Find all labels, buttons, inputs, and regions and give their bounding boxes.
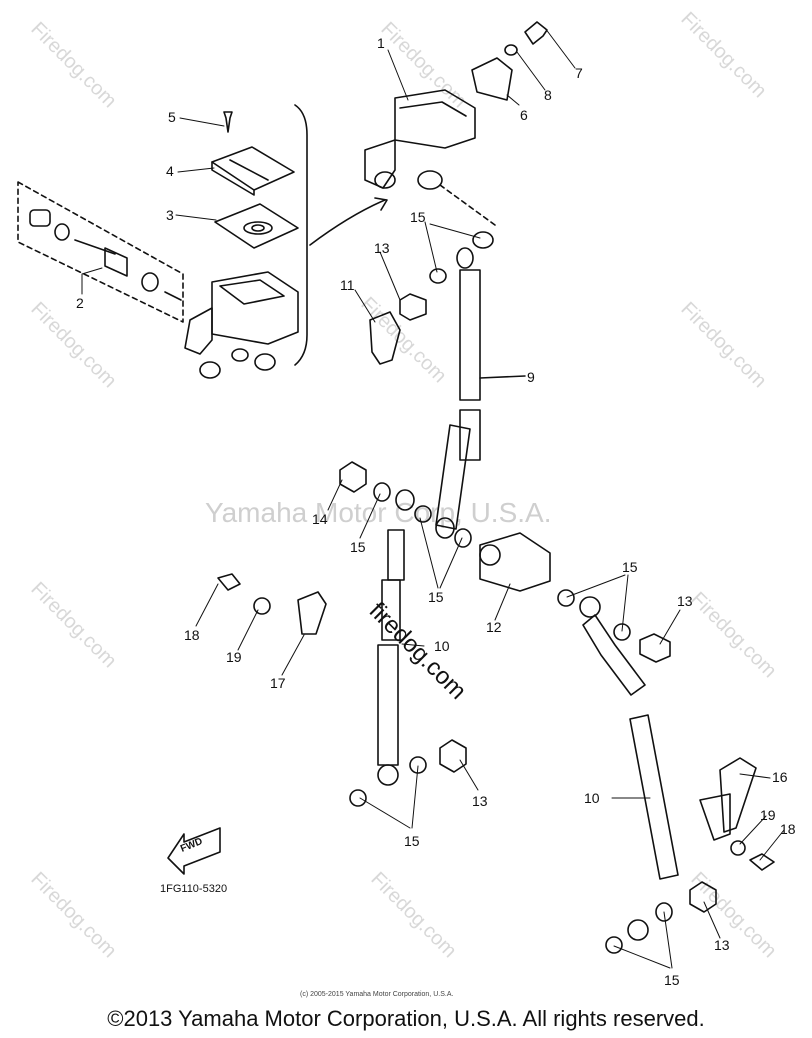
fwd-arrow-icon <box>167 827 221 875</box>
callout-8: 8 <box>544 87 552 103</box>
watermark-center: Yamaha Motor Corp, U.S.A. <box>205 497 552 528</box>
bracket-17 <box>297 591 327 635</box>
part-code: 1FG110-5320 <box>160 883 227 895</box>
assembly-arrowhead <box>374 197 388 211</box>
callout-17: 17 <box>270 675 286 691</box>
copyright-small: (c) 2005-2015 Yamaha Motor Corporation, … <box>300 991 453 998</box>
callout-18-right: 18 <box>780 821 796 837</box>
callout-12: 12 <box>486 619 502 635</box>
master-cylinder-exploded <box>17 111 299 379</box>
bolt-13 <box>639 633 671 663</box>
callout-15-mid: 15 <box>428 589 444 605</box>
watermark-tile: Firedog.com <box>686 588 780 682</box>
washer-15 <box>454 528 472 548</box>
bolt-18 <box>217 573 241 591</box>
fwd-label: FWD <box>179 836 204 855</box>
callout-13-mid: 13 <box>472 793 488 809</box>
callout-11: 11 <box>340 277 355 293</box>
callout-5: 5 <box>168 109 176 125</box>
watermark-tile: Firedog.com <box>376 18 470 112</box>
exploded-bracket <box>294 104 308 366</box>
watermark-tile: Firedog.com <box>26 18 120 112</box>
watermark-tile: Firedog.com <box>26 298 120 392</box>
callout-15-left: 15 <box>350 539 366 555</box>
washer-19 <box>730 840 746 856</box>
callout-18-left: 18 <box>184 627 200 643</box>
bolt-14 <box>339 461 367 493</box>
callout-3: 3 <box>166 207 174 223</box>
callout-15-bottom: 15 <box>664 972 680 988</box>
bolt-13 <box>399 293 427 321</box>
washer-8 <box>504 44 518 56</box>
brake-hose-10-left <box>377 529 405 786</box>
washer-15 <box>395 489 415 511</box>
assembly-arrow <box>309 199 386 246</box>
washer-15 <box>414 505 432 523</box>
callout-19-right: 19 <box>760 807 776 823</box>
footer-copyright: ©2013 Yamaha Motor Corporation, U.S.A. A… <box>107 1006 705 1031</box>
callout-13-top: 13 <box>374 240 390 256</box>
washer-19 <box>253 597 271 615</box>
brake-hose-9 <box>435 247 526 539</box>
leader-lines <box>81 27 785 969</box>
callout-19-left: 19 <box>226 649 242 665</box>
watermark-tile: Firedog.com <box>26 578 120 672</box>
washer-15 <box>373 482 391 502</box>
callout-6: 6 <box>520 107 528 123</box>
washer-15 <box>429 268 447 284</box>
callout-15-lower: 15 <box>404 833 420 849</box>
washer-15 <box>605 936 623 954</box>
watermark-tile: Firedog.com <box>676 8 770 102</box>
bolt-13 <box>689 881 717 913</box>
callout-1: 1 <box>377 35 385 51</box>
callout-10-left: 10 <box>434 638 450 654</box>
brake-hose-10-right <box>557 589 679 941</box>
watermark-tile: Firedog.com <box>676 298 770 392</box>
cap-11 <box>369 311 401 365</box>
washer-15 <box>349 789 367 807</box>
joint-12 <box>479 532 551 592</box>
callout-15-top: 15 <box>410 209 426 225</box>
watermark-tile: Firedog.com <box>366 868 460 962</box>
callout-9: 9 <box>527 369 535 385</box>
bracket-16 <box>719 757 757 833</box>
callout-4: 4 <box>166 163 174 179</box>
callout-13-right: 13 <box>677 593 693 609</box>
callout-14: 14 <box>312 511 328 527</box>
washer-15 <box>655 902 673 922</box>
watermark-tile: Firedog.com <box>26 868 120 962</box>
watermark-diagonal: firedog.com <box>364 597 472 705</box>
bolt-18 <box>749 853 775 871</box>
bolt-13 <box>439 739 467 773</box>
washer-15 <box>409 756 427 774</box>
clamp-6 <box>471 57 513 101</box>
callouts: 1 2 3 4 5 6 7 8 9 10 10 11 12 13 13 13 1… <box>76 35 796 988</box>
bolt-7 <box>524 21 548 45</box>
callout-13-bottom: 13 <box>714 937 730 953</box>
callout-16: 16 <box>772 769 788 785</box>
callout-2: 2 <box>76 295 84 311</box>
master-cylinder-assembled <box>364 89 496 226</box>
washer-15 <box>472 231 494 249</box>
callout-15-right: 15 <box>622 559 638 575</box>
callout-7: 7 <box>575 65 583 81</box>
callout-10-right: 10 <box>584 790 600 806</box>
washer-15 <box>613 623 631 641</box>
